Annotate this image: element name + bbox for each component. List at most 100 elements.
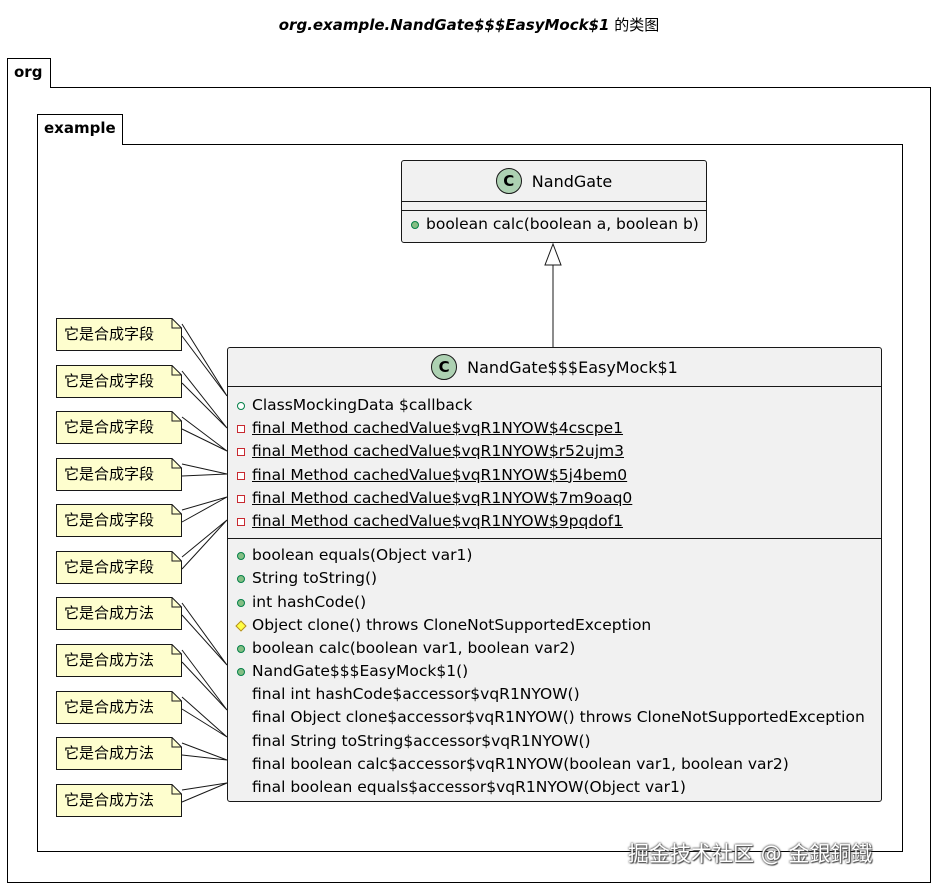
method-row: int hashCode() [228,591,881,614]
synthetic-note: 它是合成方法 [56,644,182,677]
public-method-icon [237,575,245,584]
synthetic-note: 它是合成方法 [56,737,182,770]
method-signature: boolean calc(boolean var1, boolean var2) [252,638,576,657]
method-row: boolean equals(Object var1) [228,544,881,567]
package-tab-org: org [7,58,51,88]
note-shape [56,551,182,584]
method-row: boolean calc(boolean a, boolean b) [402,213,706,236]
note-connector [181,602,228,666]
field-row: final Method cachedValue$vqR1NYOW$5j4bem… [228,464,881,487]
synthetic-note: 它是合成字段 [56,458,182,491]
field-text: final Method cachedValue$vqR1NYOW$7m9oaq… [252,488,633,507]
public-method-icon [237,644,245,653]
note-shape [56,318,182,351]
note-shape [56,737,182,770]
note-text: 它是合成字段 [64,372,155,390]
note-connector [181,323,228,397]
private-field-icon [237,494,245,503]
note-connector [181,782,228,803]
note-text: 它是合成方法 [64,604,155,622]
note-text: 它是合成字段 [64,558,155,576]
class-nandgate[interactable]: C NandGate boolean calc(boolean a, boole… [401,160,707,243]
field-text: ClassMockingData $callback [252,396,473,414]
field-row: final Method cachedValue$vqR1NYOW$9pqdof… [228,510,881,533]
note-connector [181,496,228,523]
protected-method-icon [235,620,247,632]
method-row: boolean calc(boolean var1, boolean var2) [228,637,881,660]
note-connector [181,649,228,711]
fields-section: ClassMockingData $callback final Method … [228,386,881,538]
private-field-icon [237,471,245,480]
note-text: 它是合成方法 [64,744,155,762]
note-shape [56,691,182,724]
method-row: String toString() [228,567,881,590]
synthetic-note: 它是合成方法 [56,691,182,724]
method-signature: Object clone() throws CloneNotSupportedE… [252,615,652,634]
method-row: final String toString$accessor$vqR1NYOW(… [228,730,881,753]
synthetic-note: 它是合成字段 [56,411,182,444]
package-label-org: org [14,63,43,81]
method-row: final boolean equals$accessor$vqR1NYOW(O… [228,776,881,799]
public-field-icon [237,402,245,410]
synthetic-note: 它是合成字段 [56,365,182,398]
method-signature: final Object clone$accessor$vqR1NYOW() t… [252,708,865,727]
note-shape [56,597,182,630]
method-signature: boolean equals(Object var1) [252,546,473,565]
public-method-icon [237,668,245,677]
note-connector [181,519,228,570]
synthetic-note: 它是合成方法 [56,784,182,817]
field-row: final Method cachedValue$vqR1NYOW$r52ujm… [228,440,881,463]
note-connector [181,416,228,452]
method-signature: final boolean equals$accessor$vqR1NYOW(O… [252,778,686,796]
method-row: final Object clone$accessor$vqR1NYOW() t… [228,706,881,729]
private-field-icon [237,448,245,457]
public-method-icon [237,598,245,607]
field-text: final Method cachedValue$vqR1NYOW$5j4bem… [252,465,628,484]
class-name: NandGate$$$EasyMock$1 [467,357,678,377]
method-row: Object clone() throws CloneNotSupportedE… [228,614,881,637]
method-signature: NandGate$$$EasyMock$1() [252,662,469,681]
synthetic-note: 它是合成字段 [56,318,182,351]
note-text: 它是合成字段 [64,325,155,343]
synthetic-note: 它是合成方法 [56,597,182,630]
private-field-icon [237,425,245,434]
method-row: NandGate$$$EasyMock$1() [228,660,881,683]
class-icon: C [431,354,458,380]
field-row: ClassMockingData $callback [228,394,881,417]
note-shape [56,458,182,491]
note-shape [56,644,182,677]
class-header: C NandGate [402,161,706,201]
private-field-icon [237,517,245,526]
diagram-title-main: org.example.NandGate$$$EasyMock$1 [278,16,610,34]
package-tab-example: example [37,114,123,145]
note-text: 它是合成字段 [64,465,155,483]
field-row: final Method cachedValue$vqR1NYOW$4cscpe… [228,417,881,440]
watermark: 掘金技术社区 @ 金銀銅鐵 [628,842,873,866]
note-text: 它是合成字段 [64,511,155,529]
class-header: C NandGate$$$EasyMock$1 [228,348,881,386]
method-row: final boolean calc$accessor$vqR1NYOW(boo… [228,753,881,776]
field-text: final Method cachedValue$vqR1NYOW$r52ujm… [252,442,624,461]
inheritance-arrowhead [544,242,562,266]
class-name: NandGate [531,171,613,191]
fields-divider [402,201,706,210]
method-row: final int hashCode$accessor$vqR1NYOW() [228,683,881,706]
class-nandgate-easymock[interactable]: C NandGate$$$EasyMock$1 ClassMockingData… [227,347,882,802]
note-connector [181,370,228,429]
public-method-icon [237,552,245,561]
method-signature: String toString() [252,569,378,588]
package-label-example: example [44,119,116,137]
public-method-icon [411,221,419,229]
method-signature: boolean calc(boolean a, boolean b) [426,215,699,233]
method-signature: final String toString$accessor$vqR1NYOW(… [252,731,591,750]
synthetic-note: 它是合成字段 [56,504,182,537]
methods-section: boolean calc(boolean a, boolean b) [402,210,706,236]
diagram-title-suffix: 的类图 [609,16,660,34]
field-text: final Method cachedValue$vqR1NYOW$4cscpe… [252,419,624,438]
note-shape [56,504,182,537]
note-text: 它是合成方法 [64,651,155,669]
field-row: final Method cachedValue$vqR1NYOW$7m9oaq… [228,487,881,510]
note-shape [56,411,182,444]
class-icon: C [495,168,522,194]
field-text: final Method cachedValue$vqR1NYOW$9pqdof… [252,511,623,530]
